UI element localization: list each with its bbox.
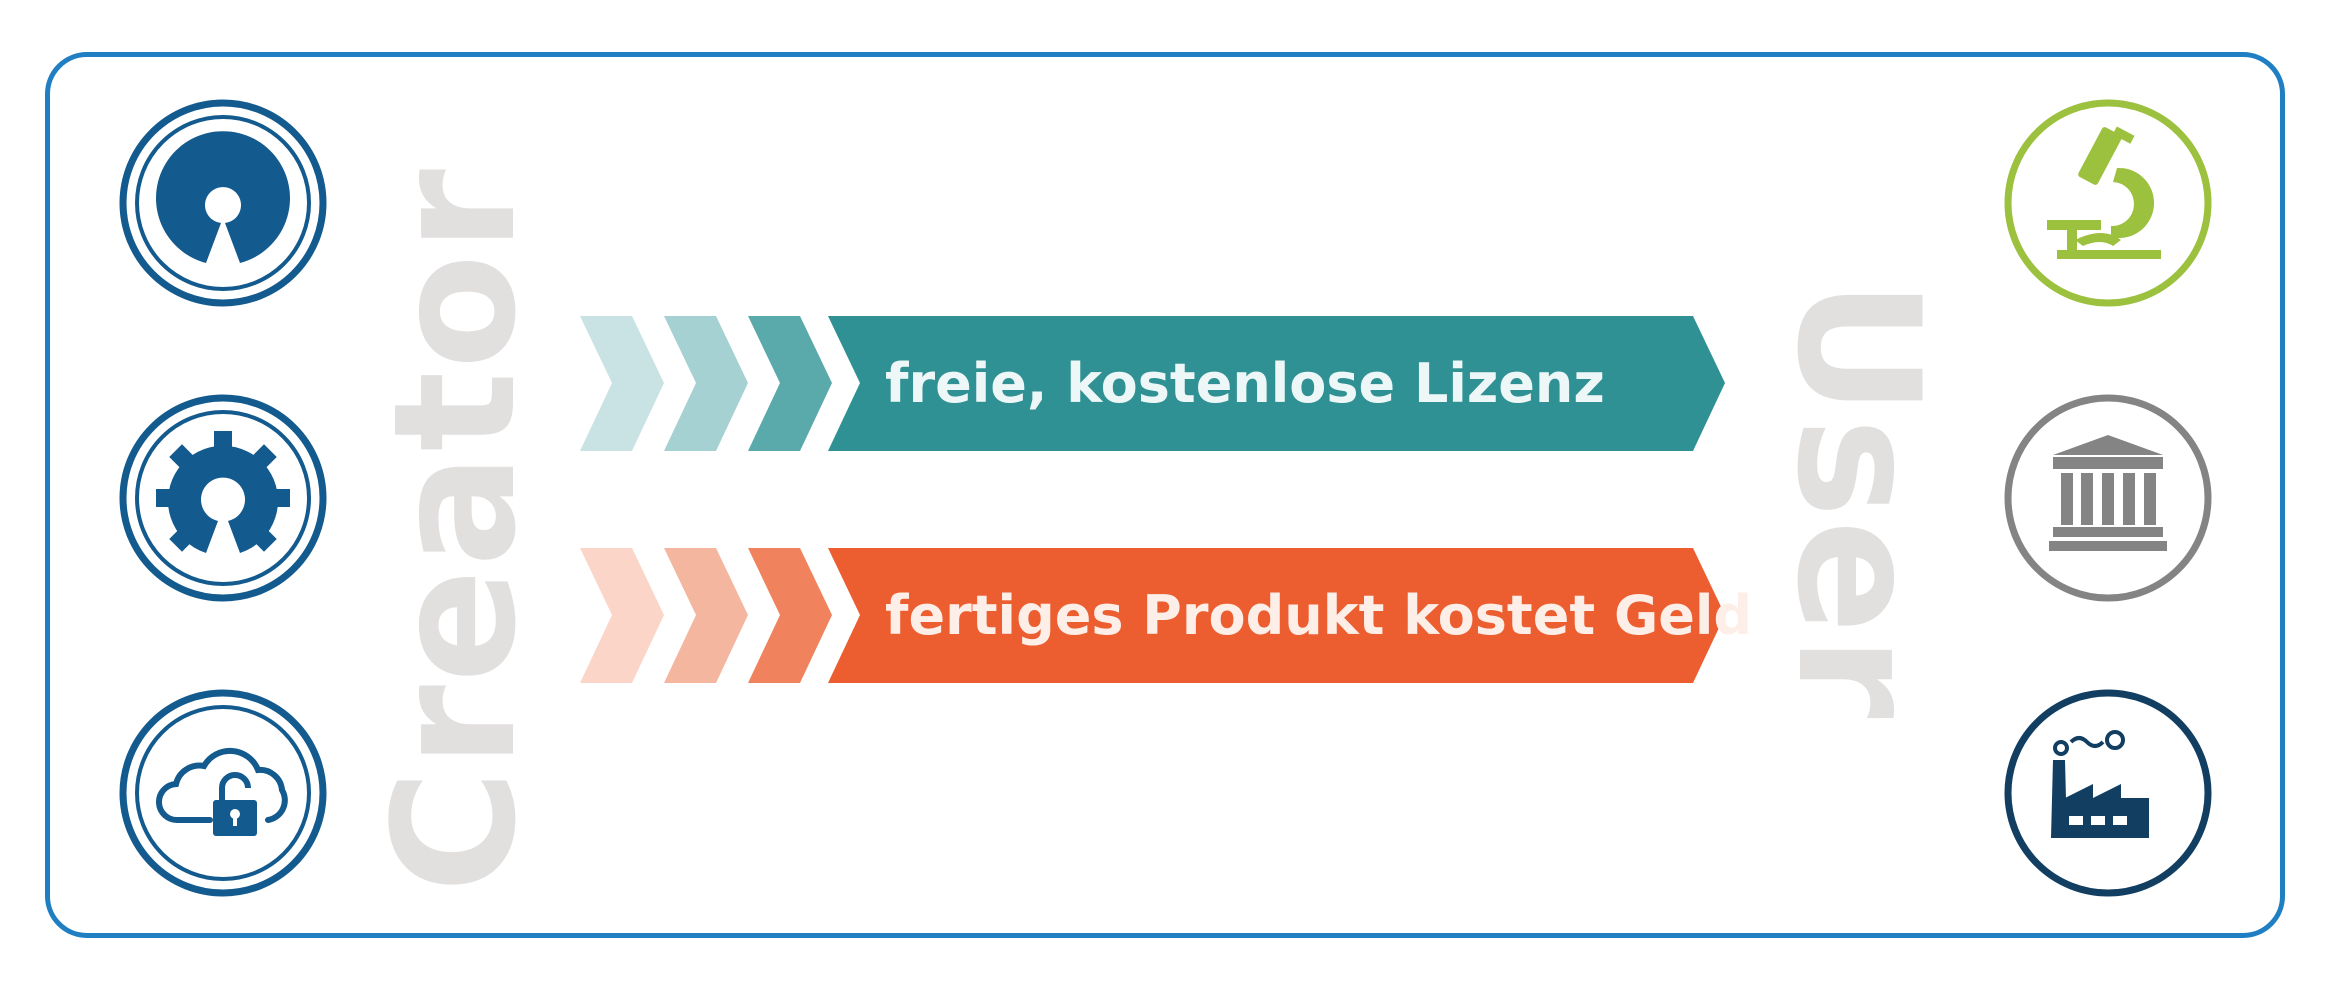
industry-factory-icon [2003, 688, 2213, 898]
flow-free-license: freie, kostenlose Lizenz [580, 316, 1740, 451]
flow-paid-product: fertiges Produkt kostet Geld [580, 548, 1752, 683]
arrow-body [828, 548, 1725, 683]
chevron-2 [664, 316, 748, 451]
open-source-icon [118, 98, 328, 308]
diagram-frame [45, 52, 2285, 938]
science-microscope-icon [2003, 98, 2213, 308]
open-hardware-gear-icon [118, 393, 328, 603]
arrow-body [828, 316, 1725, 451]
flow-text-free-license: freie, kostenlose Lizenz [885, 352, 1605, 415]
chevron-2 [664, 548, 748, 683]
flow-text-paid-product: fertiges Produkt kostet Geld [885, 584, 1753, 647]
chevron-3 [748, 316, 832, 451]
chevron-1 [580, 316, 664, 451]
chevron-1 [580, 548, 664, 683]
creator-label: Creator [357, 166, 553, 894]
user-label: User [1760, 279, 1956, 721]
chevron-3 [748, 548, 832, 683]
institution-building-icon [2003, 393, 2213, 603]
open-cloud-lock-icon [118, 688, 328, 898]
